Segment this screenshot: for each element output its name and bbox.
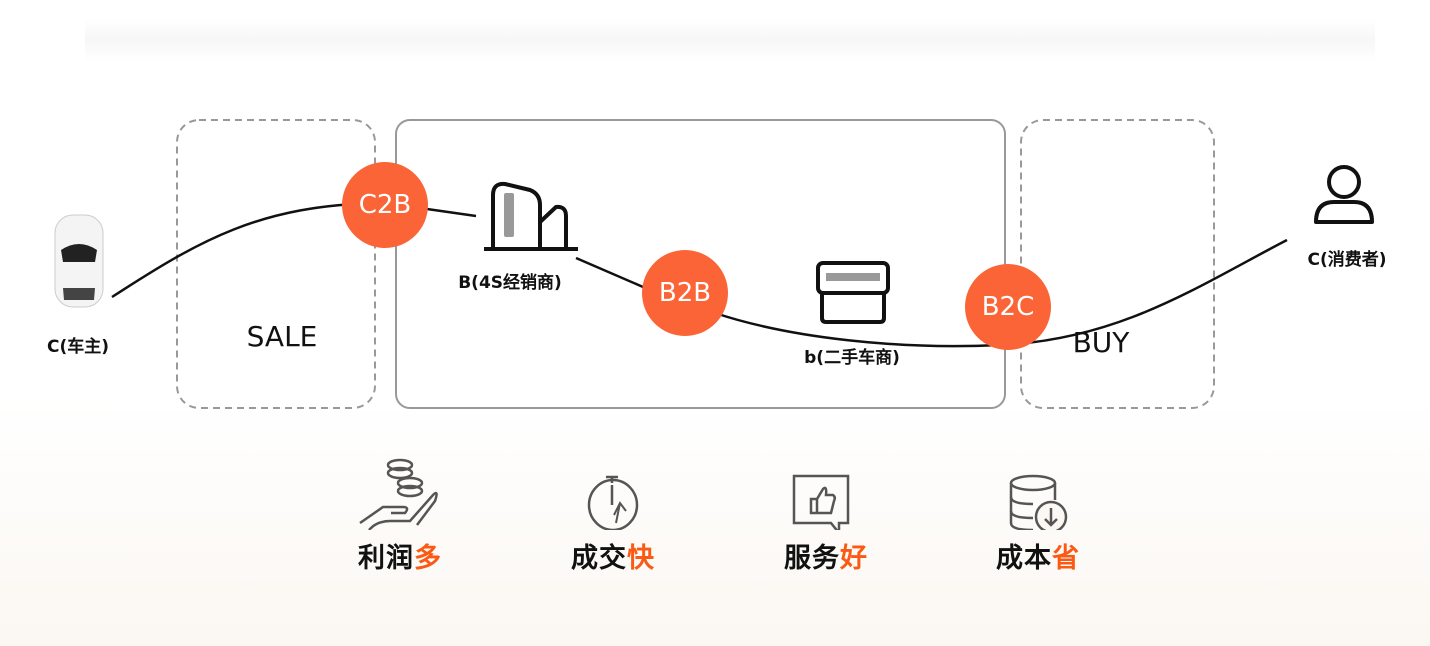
stopwatch-runner-icon [587,475,639,530]
feature-highlight-text: 好 [840,543,868,574]
feature-highlight-text: 快 [627,543,655,574]
thumbs-up-message-icon [792,474,850,530]
feature-main-text: 服务 [784,543,840,574]
feature-main-text: 成本 [996,543,1052,574]
database-down-icon [1009,474,1068,530]
header-band [85,18,1375,62]
feature-cost: 成本省 [958,455,1118,575]
feature-highlight-text: 省 [1052,543,1080,574]
store-box-icon [816,261,890,324]
dealer-label: B(4S经销商) [458,273,562,293]
used-dealer-label: b(二手车商) [804,348,900,368]
c2b-node: C2B [342,162,428,248]
flow-curve [419,206,477,218]
sale-label: SALE [246,320,318,353]
coins-hand-icon [359,458,438,530]
consumer-label: C(消费者) [1307,250,1387,270]
flow-curve [111,201,381,299]
building-icon [484,181,578,251]
car-icon [54,214,104,308]
person-icon [1314,165,1374,224]
feature-highlight-text: 多 [414,543,442,574]
feature-speed: 成交快 [533,455,693,575]
buy-zone-box [1020,119,1215,409]
flow-curve [575,256,651,292]
b2c-node: B2C [965,264,1051,350]
feature-profit: 利润多 [320,455,480,575]
car-owner-label: C(车主) [46,337,110,357]
buy-label: BUY [1072,326,1130,359]
feature-main-text: 利润 [358,543,414,574]
b2b-node: B2B [642,250,728,336]
feature-main-text: 成交 [571,543,627,574]
feature-service: 服务好 [746,455,906,575]
sale-zone-box [176,119,376,409]
